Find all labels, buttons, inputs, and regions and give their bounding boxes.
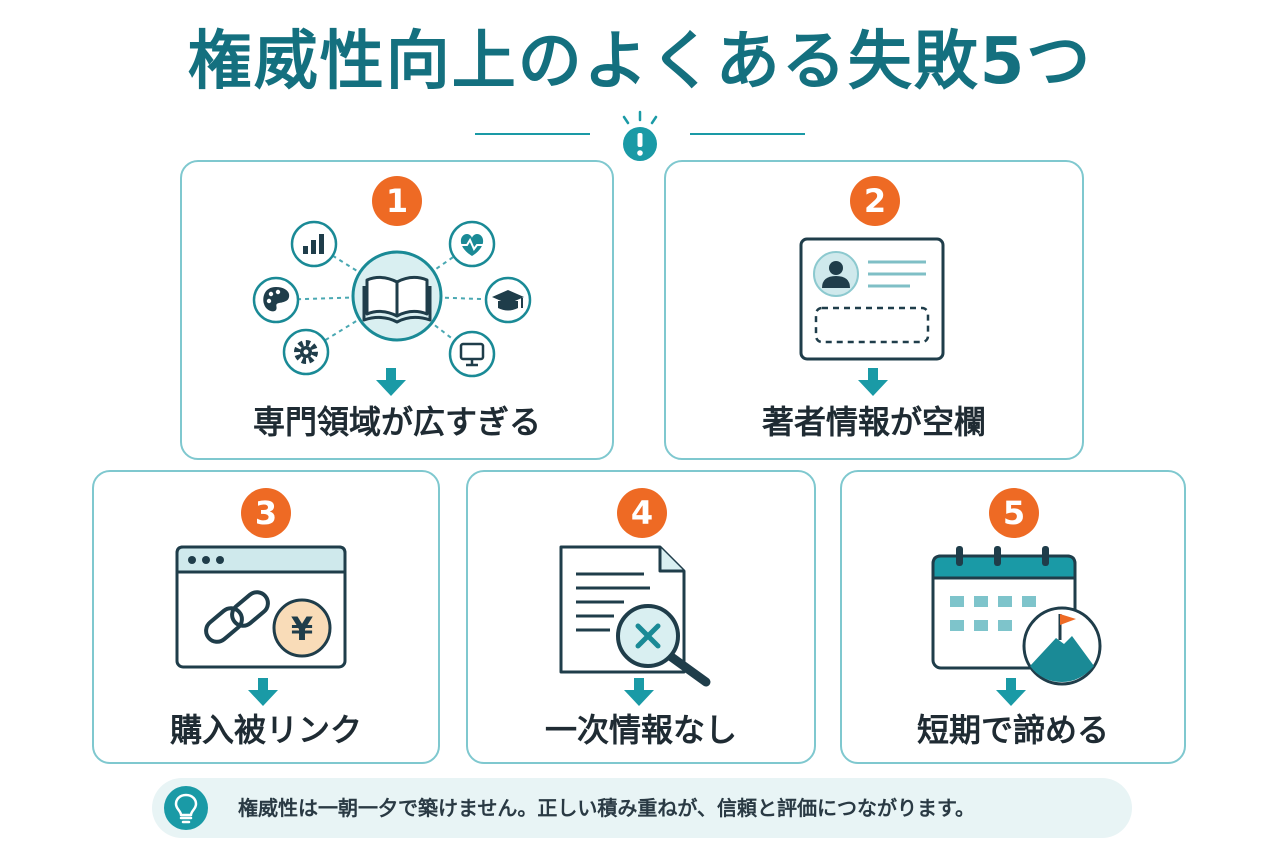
graduation-cap-icon — [484, 276, 532, 324]
failure-label: 購入被リンク — [169, 711, 362, 749]
svg-text:¥: ¥ — [291, 610, 313, 648]
arrow-down-icon — [858, 368, 888, 396]
yen-coin-icon: ¥ — [272, 598, 332, 658]
lightbulb-icon — [164, 786, 208, 830]
palette-icon — [252, 276, 300, 324]
exclamation-icon — [622, 110, 658, 161]
tip-text: 権威性は一朝一夕で築けません。正しい積み重ねが、信頼と評価につながります。 — [238, 796, 975, 820]
failure-number-badge: 5 — [989, 488, 1039, 538]
bar-chart-icon — [290, 220, 338, 268]
failure-card-5: 5 短期で諦める — [840, 470, 1186, 764]
avatar-icon — [813, 251, 859, 297]
page-title: 権威性向上のよくある失敗5つ — [187, 25, 1093, 99]
failure-number-badge: 1 — [372, 176, 422, 226]
chain-link-icon — [204, 590, 270, 644]
title-divider — [475, 110, 805, 161]
failure-card-4: 4 一次情報なし — [466, 470, 816, 764]
arrow-down-icon — [624, 678, 654, 706]
failure-card-2: 2 著者情報が空欄 — [664, 160, 1084, 460]
failure-number-badge: 4 — [617, 488, 667, 538]
author-profile-card-icon — [799, 237, 945, 361]
arrow-down-icon — [376, 368, 406, 396]
tip-banner: 権威性は一朝一夕で築けません。正しい積み重ねが、信頼と評価につながります。 — [152, 778, 1132, 838]
give-up-early-illustration — [931, 546, 1102, 686]
broad-domain-illustration — [252, 220, 532, 378]
failure-card-1: 1 — [180, 160, 614, 460]
failure-label: 一次情報なし — [544, 711, 737, 749]
open-book-icon — [351, 250, 443, 342]
failure-number-badge: 2 — [850, 176, 900, 226]
failure-label: 専門領域が広すぎる — [252, 403, 541, 441]
paid-link-illustration: ¥ — [175, 545, 347, 669]
heart-pulse-icon — [448, 220, 496, 268]
monitor-icon — [448, 330, 496, 378]
gear-icon — [282, 328, 330, 376]
arrow-down-icon — [248, 678, 278, 706]
failure-label: 著者情報が空欄 — [761, 403, 986, 441]
no-primary-info-illustration — [559, 545, 711, 687]
failure-card-3: 3 ¥ 購入被リンク — [92, 470, 440, 764]
arrow-down-icon — [996, 678, 1026, 706]
failure-number-badge: 3 — [241, 488, 291, 538]
failure-label: 短期で諦める — [916, 711, 1109, 749]
mountain-flag-icon — [1022, 606, 1102, 686]
magnifier-x-icon — [616, 604, 711, 687]
